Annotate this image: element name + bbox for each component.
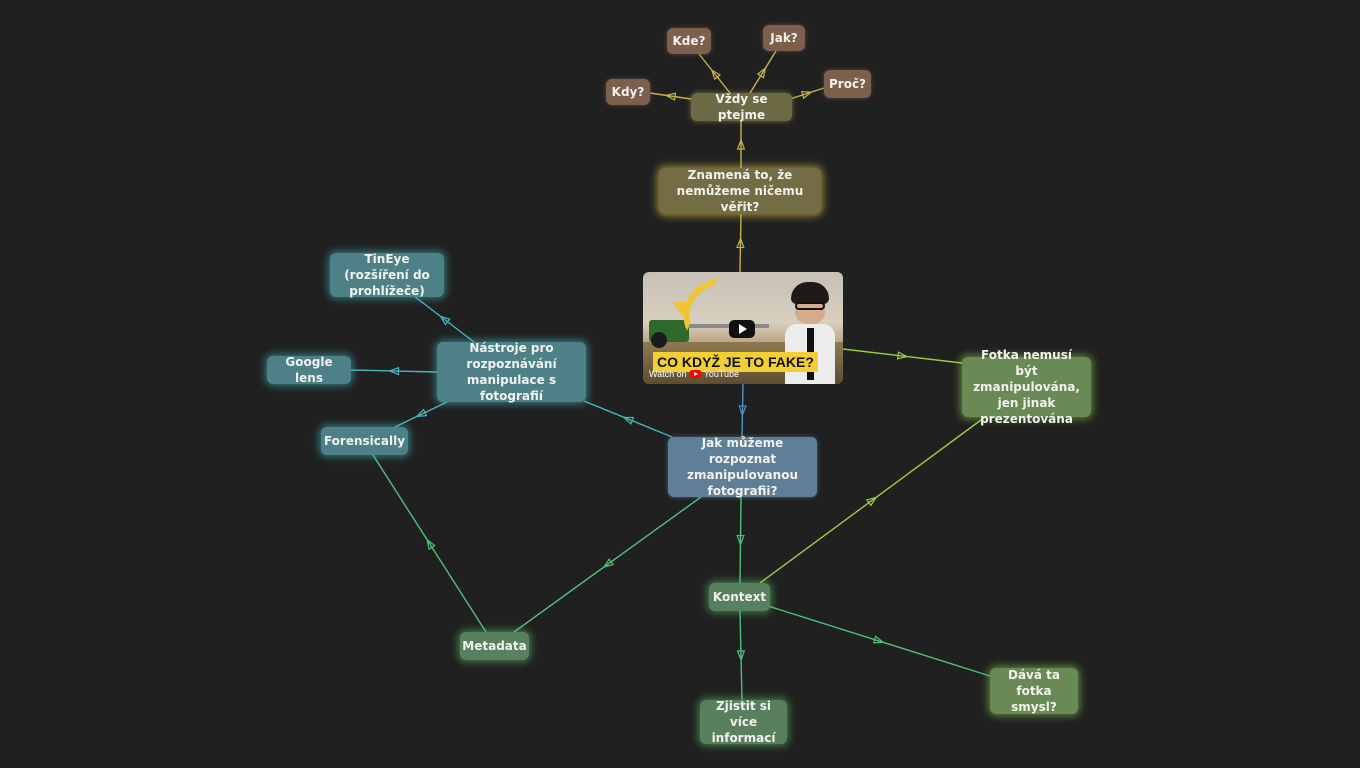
- tractor-wheel: [651, 332, 667, 348]
- arrow-head-icon: [756, 66, 767, 79]
- edge-vzdy-kde: [698, 53, 731, 94]
- arrow-head-icon: [602, 558, 615, 569]
- arrow-head-icon: [736, 138, 746, 150]
- watch-on-label: Watch on: [649, 369, 687, 379]
- arrow-head-icon: [439, 315, 451, 326]
- arrow-head-icon: [896, 351, 909, 360]
- arrow-head-icon: [387, 366, 400, 376]
- youtube-logo-icon: [689, 370, 701, 378]
- arrow-head-icon: [865, 496, 878, 507]
- node-proc[interactable]: Proč?: [824, 70, 871, 98]
- edge-video-jak-muzeme: [741, 383, 744, 438]
- edge-nastroje-forensically: [394, 401, 448, 428]
- edge-kontext-zjistit: [739, 610, 743, 701]
- thumbnail-title: CO KDYŽ JE TO FAKE?: [653, 352, 818, 372]
- arrow-head-icon: [738, 405, 747, 417]
- edge-jak-muzeme-kontext: [739, 496, 742, 584]
- node-kde[interactable]: Kde?: [667, 28, 711, 54]
- edge-jak-muzeme-nastroje: [583, 400, 673, 438]
- node-jak[interactable]: Jak?: [763, 25, 805, 51]
- node-metadata[interactable]: Metadata: [460, 632, 529, 660]
- node-google-lens[interactable]: Google lens: [267, 355, 351, 385]
- edge-kontext-fotka: [759, 416, 986, 584]
- edge-vzdy-proc: [789, 87, 825, 100]
- youtube-brand-label: YouTube: [703, 369, 740, 379]
- sprayer-image: [687, 324, 769, 328]
- youtube-video-embed[interactable]: CO KDYŽ JE TO FAKE? Watch on YouTube: [643, 272, 843, 384]
- arrow-head-icon: [664, 92, 677, 101]
- watch-on-youtube-link[interactable]: Watch on YouTube: [649, 368, 739, 380]
- edge-nastroje-google: [350, 369, 438, 373]
- node-dava-ta-fotka[interactable]: Dává ta fotka smysl?: [990, 668, 1078, 714]
- edge-video-fotka: [842, 348, 963, 364]
- arrow-head-icon: [736, 534, 745, 547]
- edge-video-znamena: [739, 213, 742, 273]
- play-icon[interactable]: [729, 320, 755, 338]
- node-kdy[interactable]: Kdy?: [606, 79, 650, 105]
- edge-kontext-dava: [767, 605, 991, 677]
- arrow-head-icon: [736, 650, 746, 662]
- node-znamena-to[interactable]: Znamená to, že nemůžeme ničemu věřit?: [659, 168, 821, 214]
- node-fotka-nemusi[interactable]: Fotka nemusí být zmanipulována, jen jina…: [962, 348, 1091, 426]
- arrow-head-icon: [426, 538, 436, 551]
- arrow-head-icon: [673, 302, 691, 316]
- presenter-glasses: [795, 302, 825, 310]
- node-vzdy-se-ptejme[interactable]: Vždy se ptejme: [691, 92, 792, 122]
- arrow-head-icon: [736, 236, 745, 249]
- arrow-head-icon: [622, 416, 635, 425]
- arrow-head-icon: [710, 68, 721, 81]
- node-tineye[interactable]: TinEye (rozšíření do prohlížeče): [330, 252, 444, 298]
- node-zjistit-si[interactable]: Zjistit si více informací: [700, 699, 787, 745]
- edge-jak-muzeme-metadata: [513, 496, 702, 633]
- edge-metadata-forensically: [372, 454, 487, 633]
- node-nastroje[interactable]: Nástroje pro rozpoznávání manipulace s f…: [437, 341, 586, 403]
- presenter-hair: [791, 282, 829, 304]
- edge-nastroje-tineye: [413, 295, 475, 343]
- node-forensically[interactable]: Forensically: [321, 427, 408, 455]
- arrow-head-icon: [872, 635, 885, 644]
- node-kontext[interactable]: Kontext: [709, 583, 770, 611]
- arrow-head-icon: [415, 408, 428, 418]
- edge-vzdy-jak: [749, 50, 777, 94]
- arrow-head-icon: [800, 91, 813, 100]
- node-jak-muzeme-rozpoznat[interactable]: Jak můžeme rozpoznat zmanipulovanou foto…: [668, 436, 817, 498]
- edge-vzdy-kdy: [649, 92, 692, 100]
